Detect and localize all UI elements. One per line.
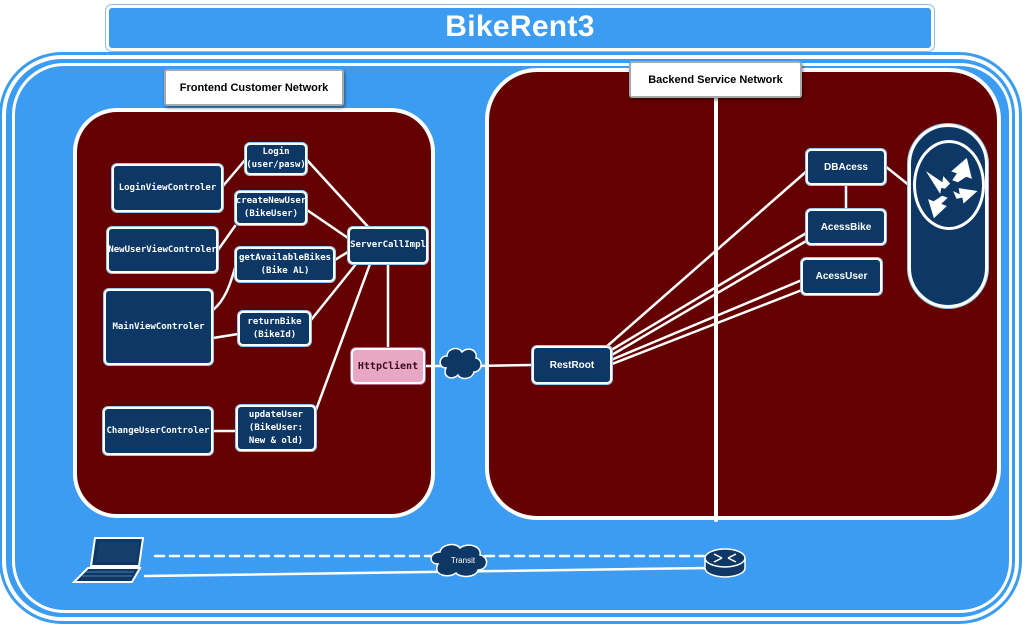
link-restroot-to-accessuser-a — [609, 278, 804, 362]
solid-transit-link — [143, 566, 712, 578]
new-user-view-controller-node[interactable]: NewUserViewControler — [107, 227, 218, 273]
link-updateuser-to-servercallimpl — [314, 262, 372, 412]
link-main-controller-to-returnbike — [211, 332, 240, 340]
db-access-node[interactable]: DBAcess — [806, 149, 886, 185]
frontend-zone-label: Frontend Customer Network — [164, 69, 344, 106]
link-login-controller-to-login — [221, 158, 247, 188]
login-call-node[interactable]: Login (user/pasw) — [245, 143, 307, 175]
get-available-bikes-call-node[interactable]: getAvailableBikes (Bike AL) — [235, 247, 335, 282]
access-user-node[interactable]: AcessUser — [801, 258, 882, 295]
database-router-icon — [913, 140, 985, 230]
transit-label: Transit — [450, 556, 476, 565]
title-banner — [106, 5, 934, 51]
login-view-controller-node[interactable]: LoginViewControler — [112, 164, 223, 212]
diagram-title: BikeRent3 — [445, 10, 595, 43]
link-restroot-to-accessuser-b — [610, 288, 804, 366]
link-cloud-to-restroot — [472, 363, 534, 368]
overall-network-inner-ring — [12, 63, 1012, 613]
link-createnewuser-to-servercallimpl — [305, 208, 350, 240]
http-client-node[interactable]: HttpClient — [351, 348, 425, 384]
main-view-controller-node[interactable]: MainViewControler — [104, 289, 213, 365]
update-user-call-node[interactable]: updateUser (BikeUser: New & old) — [236, 405, 316, 451]
link-restroot-to-dbaccess — [603, 168, 810, 350]
link-restroot-to-accessbike-a — [606, 230, 810, 354]
access-bike-node[interactable]: AcessBike — [806, 209, 886, 245]
link-newuser-controller-to-createnewuser — [216, 224, 237, 252]
router-arrows-icon — [925, 157, 978, 219]
link-restroot-to-accessbike-b — [608, 238, 810, 358]
change-user-controller-node[interactable]: ChangeUserControler — [103, 407, 213, 455]
create-new-user-call-node[interactable]: createNewUser (BikeUser) — [235, 191, 307, 225]
backend-zone-label: Backend Service Network — [629, 61, 802, 98]
link-login-to-servercallimpl — [305, 158, 372, 231]
return-bike-call-node[interactable]: returnBike (BikeId) — [238, 311, 311, 346]
link-main-controller-to-getavailablebikes — [211, 266, 237, 312]
link-returnbike-to-servercallimpl — [309, 262, 358, 322]
server-call-impl-node[interactable]: ServerCallImpl — [348, 227, 428, 264]
rest-root-node[interactable]: RestRoot — [532, 346, 612, 384]
